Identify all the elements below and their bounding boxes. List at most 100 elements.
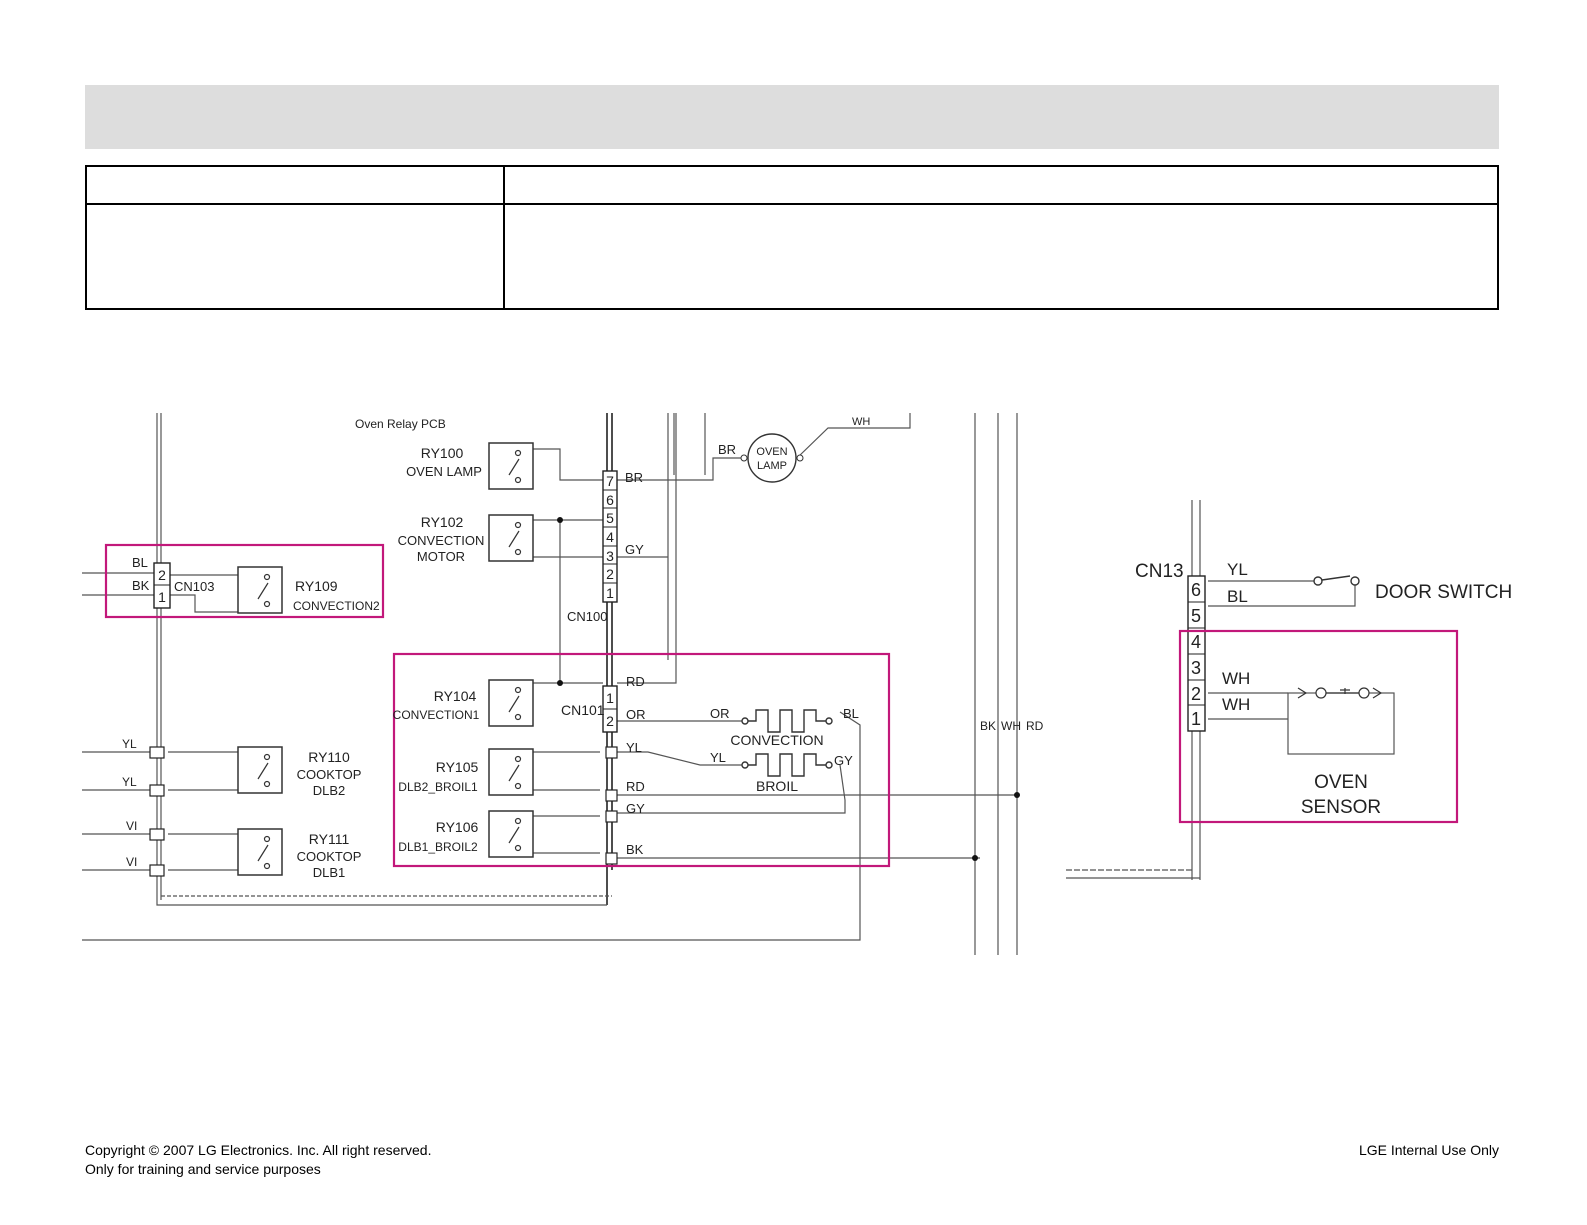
component-label: DOOR SWITCH <box>1375 582 1512 603</box>
wire-label: RD <box>1026 719 1044 733</box>
highlight-heater-relays <box>392 652 891 868</box>
table-row <box>85 165 1499 205</box>
relay-id: RY109 <box>295 578 338 594</box>
wire-label: YL <box>1227 560 1248 579</box>
wire-label: GY <box>626 801 645 816</box>
wire-label: YL <box>710 750 726 765</box>
relay-name: OVEN LAMP <box>406 464 482 479</box>
cn13-pin: 5 <box>1191 606 1201 626</box>
cn100-pin: 6 <box>606 492 614 508</box>
relay-ry106 <box>488 810 534 858</box>
internal-use-text: LGE Internal Use Only <box>1358 1142 1499 1158</box>
cn103-pin: 2 <box>158 567 166 583</box>
wire-label: OR <box>626 707 646 722</box>
cn101-pin: 1 <box>606 690 614 706</box>
table-cell <box>503 203 1499 310</box>
highlight-oven-sensor <box>1178 629 1459 824</box>
info-table <box>85 165 1499 310</box>
relay-ry100 <box>488 442 534 490</box>
wire-label: BR <box>625 470 643 485</box>
cn100-pin: 3 <box>606 548 614 564</box>
cn100-pin: 2 <box>606 566 614 582</box>
wire-label: WH <box>1222 669 1250 688</box>
relay-name: MOTOR <box>417 549 465 564</box>
component-label: SENSOR <box>1301 797 1381 818</box>
relay-name: CONVECTION1 <box>393 708 480 722</box>
wire-label: YL <box>122 775 137 789</box>
wire-label: BL <box>1227 587 1248 606</box>
relay-name: DLB2_BROIL1 <box>398 780 478 794</box>
oven-lamp-label: OVEN <box>756 446 787 458</box>
component-label: BROIL <box>756 778 798 794</box>
broil-heater <box>741 753 833 777</box>
highlight-cn103 <box>104 543 385 619</box>
table-cell <box>85 165 505 205</box>
junction-dots <box>557 517 1020 861</box>
cn100-pin: 4 <box>606 529 614 545</box>
wire-label: OR <box>710 706 730 721</box>
table-row <box>85 203 1499 310</box>
connector-cn103: 2 1 <box>153 562 171 609</box>
wire-label: BK <box>980 719 996 733</box>
oven-lamp: OVEN LAMP <box>740 433 804 483</box>
cn13-pin: 4 <box>1191 632 1201 652</box>
relay-id: RY106 <box>436 819 479 835</box>
relay-ry110 <box>237 746 283 794</box>
component-label: CONVECTION <box>730 732 823 748</box>
component-label: OVEN <box>1314 772 1368 793</box>
wire-label: GY <box>625 542 644 557</box>
wire-label: WH <box>852 416 870 428</box>
connector-cn100: 7 6 5 4 3 2 1 <box>602 470 618 603</box>
wire-label: VI <box>126 855 137 869</box>
wire-label: GY <box>834 753 853 768</box>
table-cell <box>503 165 1499 205</box>
diagram-labels: Oven Relay PCB RY100 OVEN LAMP RY102 CON… <box>122 416 1512 880</box>
relay-name: DLB1 <box>313 865 346 880</box>
cn13-pin: 1 <box>1191 709 1201 729</box>
cn13-pin: 2 <box>1191 684 1201 704</box>
convection-heater <box>741 709 833 733</box>
relay-name: CONVECTION <box>398 533 485 548</box>
cn101-pin: 2 <box>606 713 614 729</box>
relay-name: CONVECTION2 <box>293 599 380 613</box>
connector-label: CN101 <box>561 702 605 718</box>
connector-label: CN13 <box>1135 561 1184 582</box>
wire-label: BL <box>132 555 148 570</box>
relay-name: COOKTOP <box>297 849 362 864</box>
relay-ry105 <box>488 748 534 796</box>
wire-label: YL <box>122 737 137 751</box>
cn103-pin: 1 <box>158 589 166 605</box>
relay-id: RY110 <box>308 749 350 765</box>
relay-ry109 <box>237 566 283 614</box>
relay-id: RY100 <box>421 445 464 461</box>
relay-ry104 <box>488 679 534 727</box>
door-switch <box>1313 575 1360 586</box>
connector-cn13: 6 5 4 3 2 1 <box>1187 575 1206 732</box>
copyright-text: Copyright © 2007 LG Electronics. Inc. Al… <box>85 1142 432 1158</box>
oven-sensor <box>1297 687 1383 699</box>
cn100-pin: 1 <box>606 585 614 601</box>
relay-id: RY104 <box>434 688 477 704</box>
cn13-pin: 3 <box>1191 658 1201 678</box>
relay-ry102 <box>488 514 534 562</box>
wire-label: RD <box>626 779 645 794</box>
relay-id: RY105 <box>436 759 479 775</box>
footer-right: LGE Internal Use Only <box>1359 1141 1499 1160</box>
connector-cn101: 1 2 <box>602 685 618 733</box>
wire-label: BK <box>132 578 150 593</box>
wire-label: YL <box>626 740 642 755</box>
relay-ry111 <box>237 828 283 876</box>
wire-label: VI <box>126 819 137 833</box>
terminal-blocks <box>149 746 618 877</box>
cn100-pin: 7 <box>606 473 614 489</box>
wire-label: BK <box>626 842 644 857</box>
wires <box>82 413 1395 955</box>
footer-left: Copyright © 2007 LG Electronics. Inc. Al… <box>85 1141 431 1179</box>
relay-name: DLB2 <box>313 783 346 798</box>
wire-label: WH <box>1222 695 1250 714</box>
cn13-pin: 6 <box>1191 580 1201 600</box>
relay-name: COOKTOP <box>297 767 362 782</box>
relay-name: DLB1_BROIL2 <box>398 840 478 854</box>
wire-label: WH <box>1001 719 1021 733</box>
